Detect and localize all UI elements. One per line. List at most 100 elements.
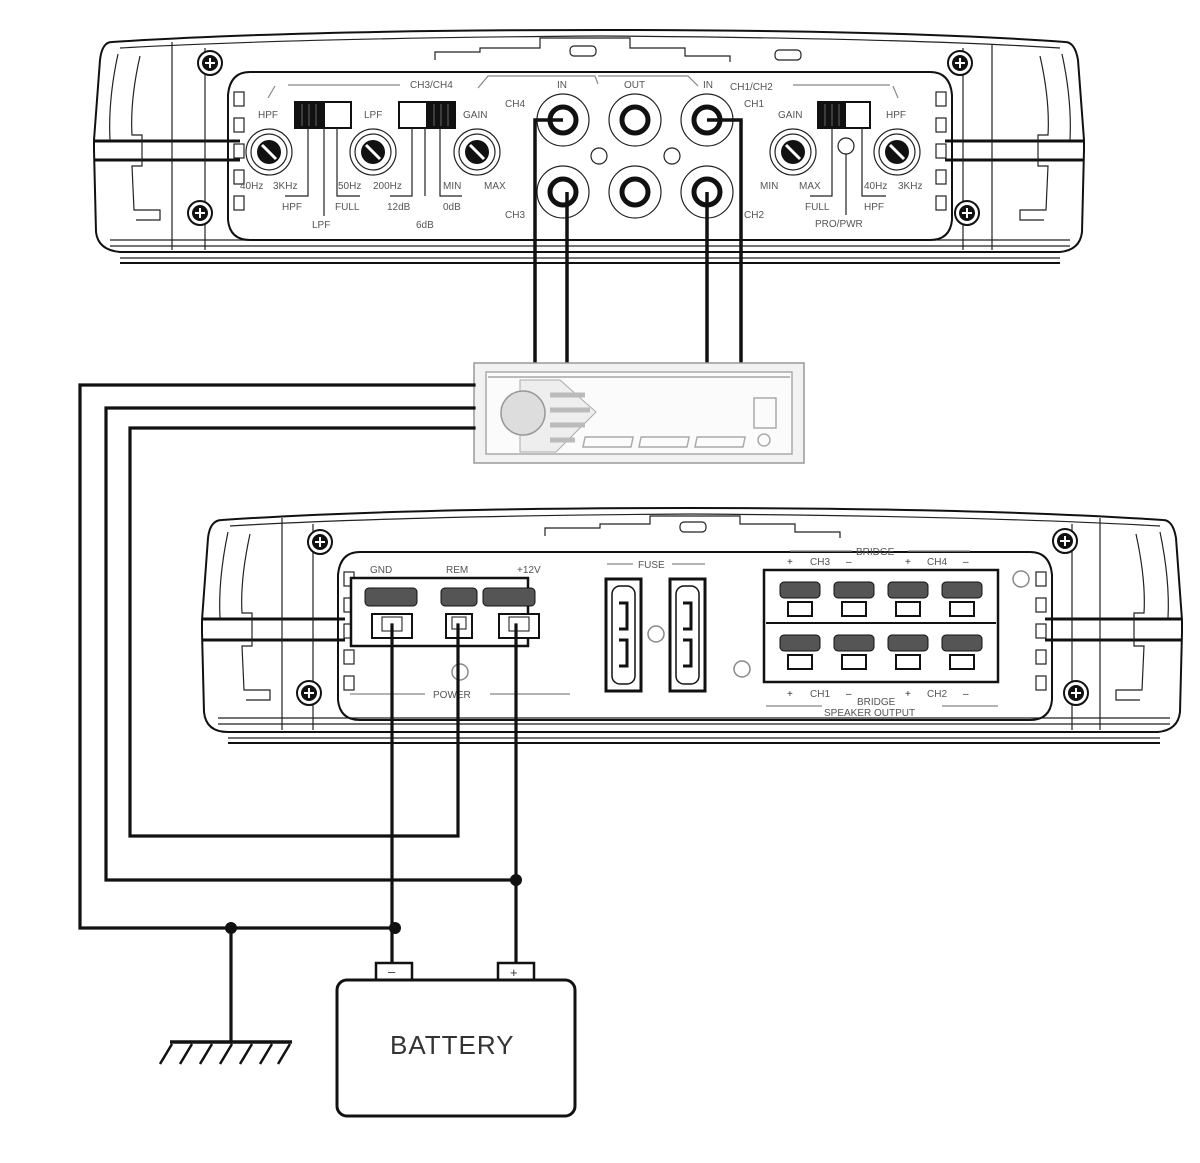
full-hpf-switch[interactable] (810, 101, 886, 197)
bridge-bottom-label: BRIDGE (857, 697, 896, 708)
screw-icon (1063, 680, 1089, 706)
fuse-led (647, 625, 665, 643)
volume-knob-icon (500, 390, 546, 436)
speaker-terminal[interactable] (779, 634, 821, 670)
gnd-label: GND (370, 565, 392, 576)
screw-icon (307, 529, 333, 555)
minus-ch3: – (846, 557, 852, 568)
rca-cables (533, 118, 743, 365)
led-indicator (590, 147, 608, 165)
plus12v-label: +12V (517, 565, 541, 576)
slope-6db-label: 6dB (416, 220, 434, 231)
hpf-label: HPF (258, 110, 278, 121)
power-led (451, 663, 469, 681)
switch-full-label-right: FULL (805, 202, 830, 213)
slope-0db-label: 0dB (443, 202, 461, 213)
switch-hpf-label: HPF (282, 202, 302, 213)
hpf-max-label-right: 3KHz (898, 181, 922, 192)
rca-in-right-label: IN (703, 80, 713, 91)
fuse-2[interactable] (668, 577, 707, 693)
rca-jack-out-top[interactable] (608, 93, 662, 147)
power-label: POWER (433, 690, 471, 701)
speaker-terminal[interactable] (941, 581, 983, 617)
fuse-label: FUSE (638, 560, 665, 571)
slope-switch[interactable] (390, 101, 462, 197)
rca-jack-ch3-in[interactable] (536, 165, 590, 219)
hpf-knob-ch1-ch2[interactable] (873, 128, 921, 176)
gain-knob-ch3-ch4[interactable] (453, 128, 501, 176)
lpf-min-label: 50Hz (338, 181, 361, 192)
plus-ch2: + (905, 689, 911, 700)
rca-jack-out-bottom[interactable] (608, 165, 662, 219)
lpf-knob-ch3-ch4[interactable] (349, 128, 397, 176)
ch4-label: CH4 (505, 99, 525, 110)
switch-hpf-label-right: HPF (864, 202, 884, 213)
speaker-terminal[interactable] (833, 581, 875, 617)
plus-ch3: + (787, 557, 793, 568)
speaker-terminal[interactable] (941, 634, 983, 670)
switch-lpf-label: LPF (312, 220, 330, 231)
gain-knob-ch1-ch2[interactable] (769, 128, 817, 176)
ch1-speaker-label: CH1 (810, 689, 830, 700)
group-label-ch1-ch2: CH1/CH2 (730, 82, 773, 93)
screw-icon (197, 50, 223, 76)
rem-label: REM (446, 565, 468, 576)
terminal-12v[interactable] (482, 587, 540, 639)
vent-slots-right (935, 91, 947, 211)
rca-out-label: OUT (624, 80, 645, 91)
plus-ch1: + (787, 689, 793, 700)
remote-wire (128, 426, 476, 838)
ch3-label: CH3 (505, 210, 525, 221)
bottom-amplifier: GND REM +12V POWER FUSE (201, 506, 1183, 744)
ground-symbol-icon (158, 1040, 292, 1065)
speaker-output-label: SPEAKER OUTPUT (824, 708, 915, 719)
minus-ch4: – (963, 557, 969, 568)
gain-max-label-right: MAX (799, 181, 821, 192)
minus-ch2: – (963, 689, 969, 700)
ch2-label: CH2 (744, 210, 764, 221)
battery-pos-sign: + (510, 965, 518, 980)
hpf-min-label-right: 40Hz (864, 181, 887, 192)
protect-led (1012, 570, 1030, 588)
junction-dot (510, 874, 522, 886)
ch1-label: CH1 (744, 99, 764, 110)
gain-min-label-right: MIN (760, 181, 778, 192)
ground-wire-headunit (78, 383, 476, 930)
gain-label-right: GAIN (778, 110, 802, 121)
gain-min-label-left: MIN (443, 181, 461, 192)
lpf-max-label: 200Hz (373, 181, 402, 192)
bridge-top-label: BRIDGE (856, 547, 895, 558)
gain-max-label-left: MAX (484, 181, 506, 192)
rca-in-left-label: IN (557, 80, 567, 91)
screw-icon (954, 200, 980, 226)
speaker-terminal[interactable] (887, 581, 929, 617)
vent-slots-left (233, 91, 245, 211)
top-amplifier: CH3/CH4 CH1/CH2 HPF 40Hz 3KHz HPF LPF FU… (93, 28, 1085, 264)
speaker-terminal[interactable] (833, 634, 875, 670)
hpf-min-label: 40Hz (240, 181, 263, 192)
fuse-1[interactable] (604, 577, 643, 693)
battery-label: BATTERY (390, 1030, 515, 1060)
speaker-terminal[interactable] (887, 634, 929, 670)
screw-icon (296, 680, 322, 706)
battery-neg-sign: – (388, 964, 396, 979)
battery: – + BATTERY (335, 961, 577, 1118)
hpf-max-label: 3KHz (273, 181, 297, 192)
ch4-speaker-label: CH4 (927, 557, 947, 568)
gain-label-left: GAIN (463, 110, 487, 121)
screw-icon (1052, 528, 1078, 554)
speaker-terminal[interactable] (779, 581, 821, 617)
hpf-lpf-full-switch[interactable] (285, 101, 360, 216)
group-label-ch3-ch4: CH3/CH4 (410, 80, 453, 91)
junction-dot (225, 922, 237, 934)
vent-slots-left (343, 571, 355, 691)
rca-wire-ch4 (533, 118, 563, 365)
lpf-label: LPF (364, 110, 382, 121)
status-led (733, 660, 751, 678)
screw-icon (947, 50, 973, 76)
pro-pwr-label: PRO/PWR (815, 219, 863, 230)
hpf-label-right: HPF (886, 110, 906, 121)
rca-wire-ch1 (707, 118, 743, 365)
hpf-knob-ch3-ch4[interactable] (245, 128, 293, 176)
